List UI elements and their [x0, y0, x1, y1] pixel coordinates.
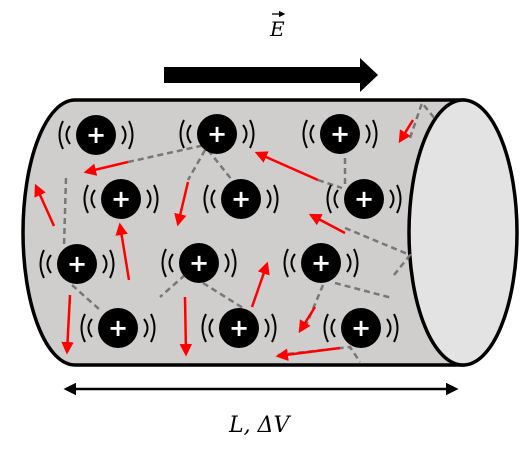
vibration-icon	[302, 119, 378, 149]
positive-ion-icon: +	[179, 114, 255, 154]
cylinder	[21, 98, 519, 367]
ion-charge-label: +	[330, 120, 350, 148]
vibration-icon	[58, 120, 134, 150]
scatter-path	[344, 226, 413, 276]
electron-path	[83, 160, 129, 176]
positive-ion-icon: +	[39, 244, 115, 284]
ion-body	[57, 244, 97, 284]
positive-ion-icon: +	[326, 179, 402, 219]
scatter-path	[408, 100, 437, 139]
scatter-path	[127, 143, 206, 164]
scatter-path	[317, 178, 343, 190]
ion-body	[98, 308, 138, 348]
field-arrow-icon	[164, 58, 378, 92]
positive-ion-icon: +	[83, 179, 159, 219]
vibration-icon	[161, 248, 237, 278]
scatter-path	[207, 149, 233, 181]
ion-body	[101, 179, 141, 219]
vibration-icon	[283, 248, 359, 278]
electron-path	[398, 119, 415, 144]
electron-path	[115, 222, 131, 281]
electron-path	[61, 294, 74, 355]
ion-body	[221, 179, 261, 219]
vibration-icon	[201, 313, 277, 343]
ion-body	[219, 308, 259, 348]
vibration-icon	[39, 249, 115, 279]
ion-body	[301, 243, 341, 283]
electron-path	[275, 346, 341, 361]
positive-ion-icon: +	[201, 308, 277, 348]
electron-path	[298, 306, 317, 334]
positive-ion-icon: +	[58, 115, 134, 155]
scatter-path	[202, 281, 244, 310]
ion-charge-label: +	[111, 185, 131, 213]
electron-path	[254, 151, 319, 182]
ion-charge-label: +	[311, 249, 331, 277]
cylinder-body	[21, 98, 465, 367]
ion-charge-label: +	[354, 185, 374, 213]
ion-body	[320, 114, 360, 154]
dimension-label: L, ΔV	[228, 413, 291, 438]
electron-paths	[34, 119, 415, 361]
electron-path	[250, 261, 270, 308]
scatter-path	[159, 274, 186, 298]
scatter-path	[71, 284, 101, 311]
positive-ion-icon: +	[80, 308, 156, 348]
vibration-icon	[203, 184, 279, 214]
electron-path	[34, 183, 56, 227]
ion-charge-label: +	[108, 314, 128, 342]
ion-lattice: + + + + + + + + + + + +	[39, 114, 402, 348]
positive-ion-icon: +	[323, 308, 399, 348]
ion-charge-label: +	[229, 314, 249, 342]
vibration-icon	[179, 119, 255, 149]
field-label-letter: E	[269, 17, 285, 41]
vibration-icon	[326, 184, 402, 214]
electron-path	[179, 296, 193, 357]
field-label: E	[269, 10, 286, 41]
cylinder-end-face	[407, 98, 519, 367]
ion-charge-label: +	[207, 120, 227, 148]
scatter-path	[62, 177, 68, 247]
ion-charge-label: +	[67, 250, 87, 278]
positive-ion-icon: +	[203, 179, 279, 219]
positive-ion-icon: +	[161, 243, 237, 283]
electron-path	[174, 181, 190, 227]
ion-body	[344, 179, 384, 219]
ion-charge-label: +	[86, 121, 106, 149]
ion-body	[341, 308, 381, 348]
positive-ion-icon: +	[302, 114, 378, 154]
ion-charge-label: +	[351, 314, 371, 342]
ion-body	[179, 243, 219, 283]
positive-ion-icon: +	[283, 243, 359, 283]
vibration-icon	[83, 184, 159, 214]
ion-charge-label: +	[231, 185, 251, 213]
ion-charge-label: +	[189, 249, 209, 277]
electron-path	[308, 213, 346, 235]
ion-body	[197, 114, 237, 154]
scatter-path	[186, 149, 207, 181]
vibration-icon	[80, 313, 156, 343]
ion-body	[76, 115, 116, 155]
vibration-icon	[323, 313, 399, 343]
